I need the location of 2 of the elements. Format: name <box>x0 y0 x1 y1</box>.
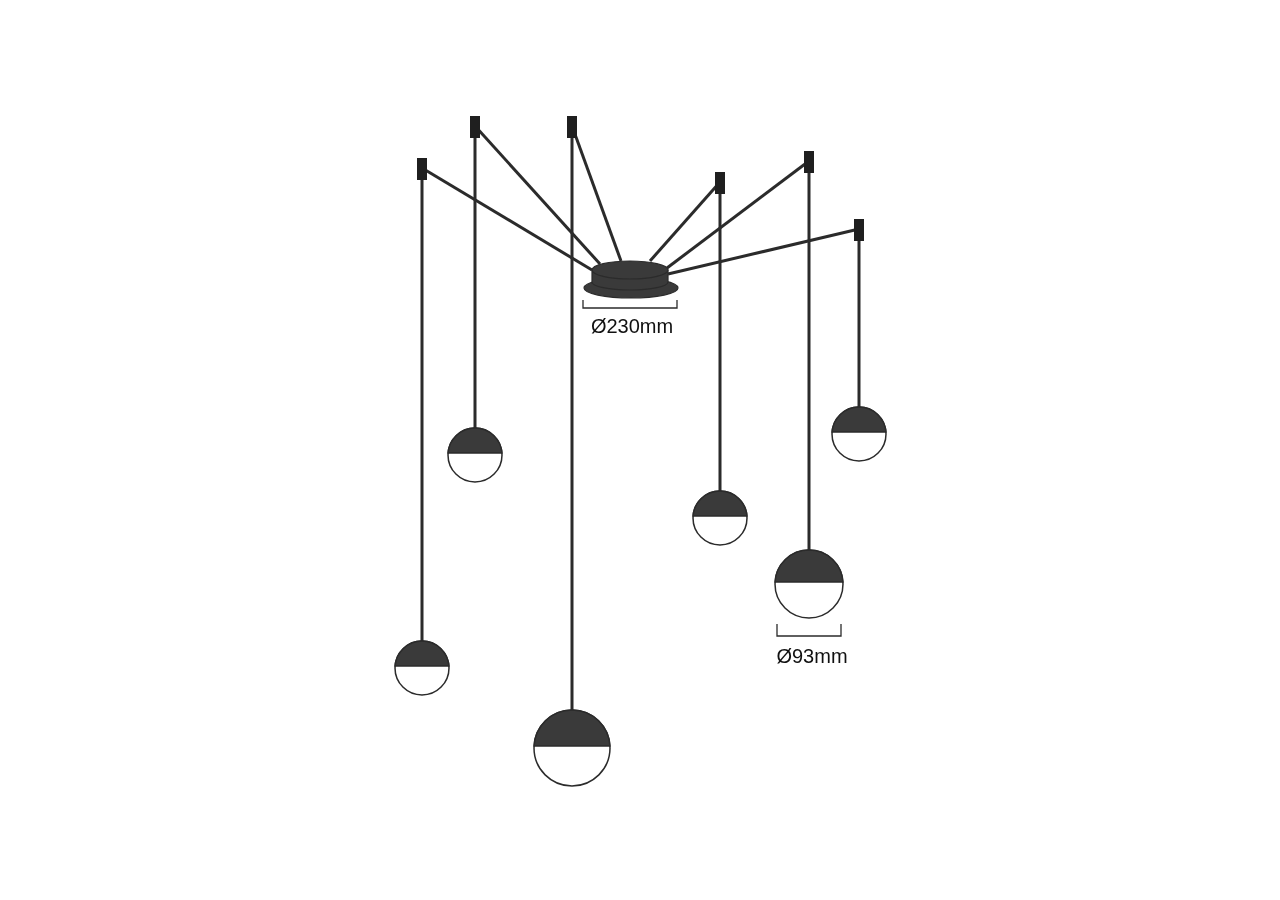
dimension-label: Ø93mm <box>775 644 849 668</box>
dimension-label: Ø230mm <box>589 314 675 338</box>
